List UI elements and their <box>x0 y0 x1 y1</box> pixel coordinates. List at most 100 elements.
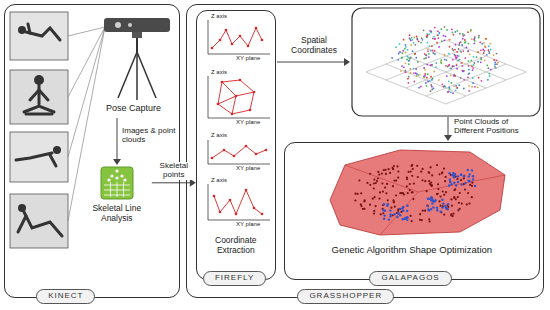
cloud-point <box>438 32 440 34</box>
connector-label: Skeletal points <box>153 162 195 180</box>
joint-dot <box>245 189 248 192</box>
shape-dot <box>453 197 455 199</box>
shape-dot <box>406 216 408 218</box>
cloud-point <box>473 43 475 45</box>
icon-joint <box>123 178 126 181</box>
shape-dot <box>463 175 465 177</box>
shape-dot <box>441 206 443 208</box>
shape-dot <box>467 180 469 182</box>
shape-dot <box>404 217 406 219</box>
cloud-point <box>441 62 443 64</box>
cloud-point <box>432 50 434 52</box>
grid-line <box>386 64 466 96</box>
shape-dot <box>397 170 399 172</box>
cloud-point <box>472 69 474 71</box>
cloud-point <box>440 59 442 61</box>
shape-dot <box>408 171 410 173</box>
shape-dot <box>387 199 389 201</box>
cloud-point <box>470 29 472 31</box>
shape-dot <box>463 177 465 179</box>
shape-dot <box>369 173 371 175</box>
cloud-point <box>426 64 428 66</box>
shape-dot <box>453 182 455 184</box>
cloud-point <box>429 80 431 82</box>
cloud-point <box>408 60 410 62</box>
point-cloud <box>391 26 499 94</box>
cloud-point <box>408 82 410 84</box>
cloud-point <box>412 50 414 52</box>
shape-dot <box>402 210 404 212</box>
node-text: Genetic Algorithm Shape Optimization <box>291 245 533 256</box>
cloud-point <box>427 81 429 83</box>
shape-dot <box>406 219 408 221</box>
cloud-point <box>435 66 437 68</box>
cloud-point <box>442 83 444 85</box>
cloud-point <box>415 68 417 70</box>
shape-dot <box>441 172 443 174</box>
joint-dot <box>253 91 256 94</box>
grid-line <box>366 72 446 104</box>
shape-dot <box>413 183 415 185</box>
cloud-point <box>481 43 483 45</box>
shape-dot <box>436 207 438 209</box>
cloud-point <box>490 49 492 51</box>
shape-dot <box>372 198 374 200</box>
shape-dot <box>369 184 371 186</box>
cloud-point <box>482 48 484 50</box>
shape-dot <box>354 199 356 201</box>
cloud-point <box>437 34 439 36</box>
shape-dot <box>437 183 439 185</box>
cloud-point <box>446 29 448 31</box>
shape-dot <box>443 194 445 196</box>
analysis-icon: Skeletal Line Analysis <box>84 166 150 226</box>
cloud-point <box>474 40 476 42</box>
cloud-point <box>433 88 435 90</box>
cloud-point <box>447 66 449 68</box>
shape-dot <box>396 216 398 218</box>
iso-grid <box>366 40 526 104</box>
shape-dot <box>457 196 459 198</box>
step-label: Pose Capture <box>106 103 176 113</box>
cloud-point <box>477 51 479 53</box>
cloud-point <box>438 79 440 81</box>
shape-dot <box>441 199 443 201</box>
shape-dot <box>471 196 473 198</box>
shape-dot <box>420 171 422 173</box>
firefly-panel: Coordinate ExtractionFIREFLY <box>196 10 276 280</box>
axis-label: Z axis <box>211 132 251 139</box>
grid-line <box>446 72 526 104</box>
joint-dot <box>249 109 252 112</box>
cloud-point <box>460 50 462 52</box>
cloud-point <box>428 53 430 55</box>
cloud-point <box>426 36 428 38</box>
axis-label: Z axis <box>211 69 251 76</box>
cloud-point <box>451 29 453 31</box>
panel-label: FIREFLY <box>203 271 266 286</box>
cloud-point <box>456 64 458 66</box>
panel-label: KINECT <box>36 289 95 304</box>
shape-dot <box>376 180 378 182</box>
shape-dot <box>447 206 449 208</box>
cloud-point <box>431 64 433 66</box>
cloud-point <box>493 59 495 61</box>
shape-dot <box>393 213 395 215</box>
step-label: Point Clouds of Different Positions <box>454 117 540 135</box>
shape-dot <box>464 188 466 190</box>
cloud-point <box>412 39 414 41</box>
cloud-point <box>401 65 403 67</box>
cloud-point <box>468 69 470 71</box>
cloud-point <box>471 38 473 40</box>
cloud-point <box>456 51 458 53</box>
kinect-panel: KINECTSkeletal Line Analysis <box>4 4 180 298</box>
cloud-point <box>449 39 451 41</box>
cloud-point <box>428 34 430 36</box>
skeleton-icon <box>100 166 134 200</box>
cloud-point <box>455 31 457 33</box>
shape-dot <box>442 203 444 205</box>
axis-label: XY plane <box>236 165 272 172</box>
shape-dot <box>460 179 462 181</box>
cloud-point <box>426 77 428 79</box>
shape-dot <box>378 198 380 200</box>
shape-dot <box>457 181 459 183</box>
